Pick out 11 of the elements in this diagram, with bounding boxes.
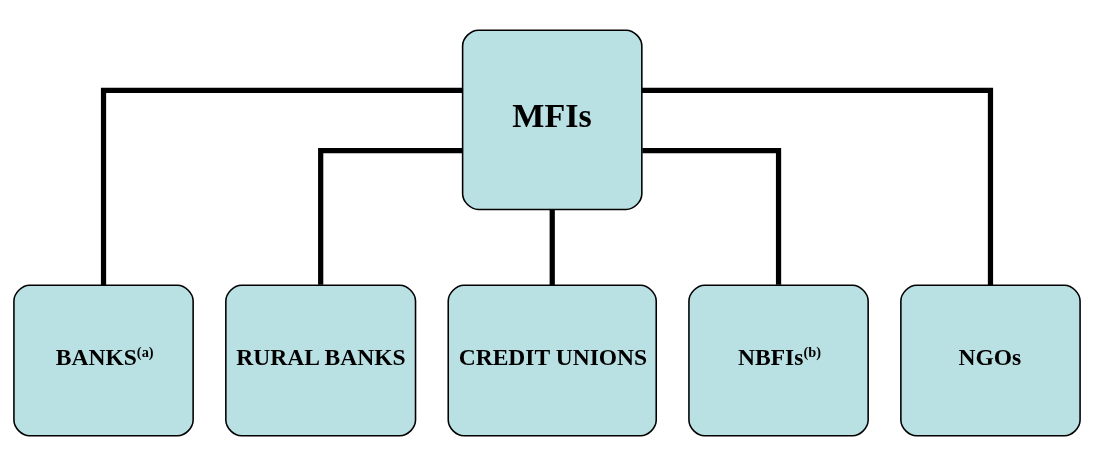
node-box: CREDIT UNIONS [447,284,657,437]
connector [100,87,463,285]
node-box: BANKS$^{(a)}$ [13,284,194,437]
node-box: NGOs [900,284,1081,437]
connector [641,87,994,285]
connector [549,208,555,285]
connector [642,147,782,285]
node-box: NBFIs$^{(b)}$ [688,284,869,437]
connector [318,147,463,285]
node-box: MFIs [461,28,643,210]
node-box: RURAL BANKS [225,284,417,437]
